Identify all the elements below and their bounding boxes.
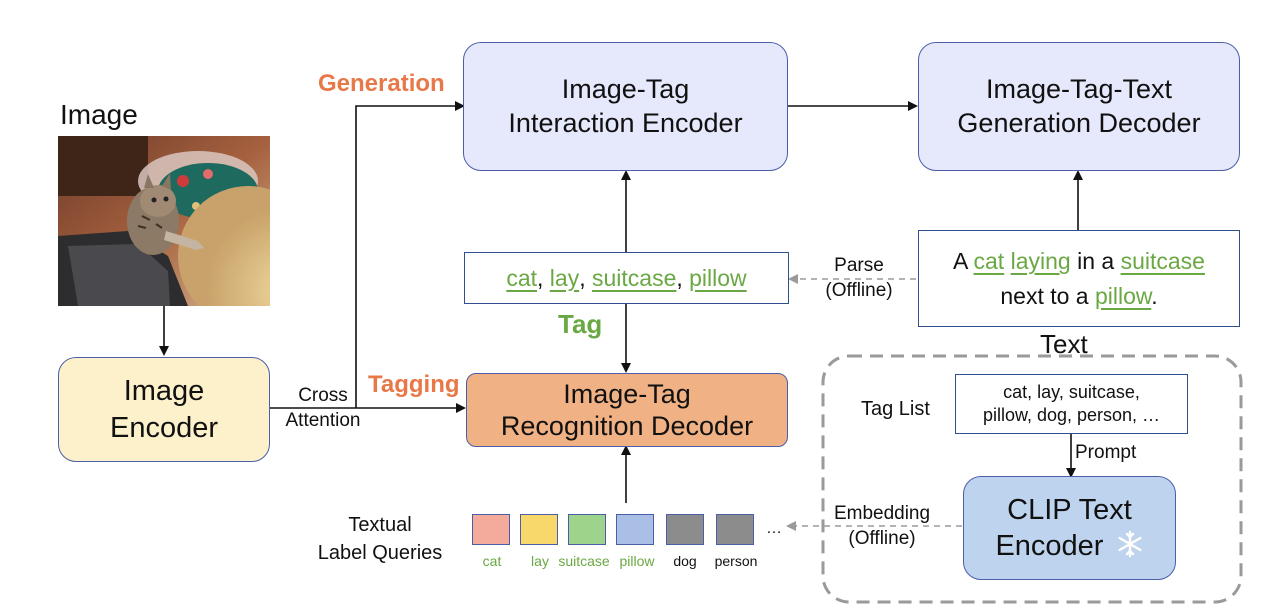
interaction-encoder-line2: Interaction Encoder — [508, 107, 743, 138]
tag-separator: , — [537, 264, 550, 291]
arrow-encoder-to-interaction — [355, 101, 465, 408]
image-label: Image — [60, 99, 138, 130]
label-queries-title-line1: Textual — [348, 514, 412, 536]
generation-decoder-line2: Generation Decoder — [957, 107, 1201, 138]
image-encoder-line1: Image — [123, 375, 205, 408]
embedding-label: Embedding (Offline) — [822, 502, 942, 551]
generation-keyword: Generation — [318, 70, 445, 97]
query-label-pillow: pillow — [619, 553, 655, 569]
recognition-decoder-line1: Image-Tag — [563, 378, 691, 409]
query-label-dog: dog — [673, 553, 697, 569]
recognition-decoder-box: Image-Tag Recognition Decoder — [466, 373, 788, 447]
cat-photo — [58, 136, 270, 306]
tag-list-box: cat, lay, suitcase, pillow, dog, person,… — [955, 374, 1188, 434]
queries-ellipsis: … — [766, 520, 782, 537]
tag-separator: , — [676, 264, 690, 291]
caption-word: A — [953, 248, 974, 274]
clip-region-dashed — [821, 354, 1243, 604]
label-queries-title-line2: Label Queries — [317, 542, 443, 564]
caption-line2: next to a pillow. — [1000, 279, 1157, 314]
prompt-label: Prompt — [1075, 442, 1137, 463]
interaction-encoder-box: Image-Tag Interaction Encoder — [463, 42, 788, 171]
query-square-suitcase — [568, 514, 606, 545]
caption-tag-word: laying — [1010, 248, 1071, 274]
caption-word: in a — [1070, 248, 1121, 274]
caption-word: . — [1151, 282, 1158, 309]
embedding-label-line1: Embedding — [833, 503, 931, 524]
query-square-person — [716, 514, 754, 545]
clip-encoder-line2-text: Encoder — [995, 530, 1104, 562]
caption-tag-word: cat — [973, 248, 1005, 274]
tag-separator: , — [579, 264, 592, 291]
caption-tag-word: suitcase — [1120, 248, 1205, 274]
tag-item: cat — [506, 264, 538, 291]
tag-keyword: Tag — [558, 309, 603, 339]
caption-text-box: A cat laying in a suitcase next to a pil… — [918, 230, 1240, 327]
recognition-decoder-line2: Recognition Decoder — [500, 411, 754, 441]
query-label-person: person — [714, 553, 758, 569]
cross-attention-line2: Attention — [285, 409, 361, 431]
clip-encoder-line1: CLIP Text — [1007, 493, 1132, 526]
tag-item: pillow — [689, 264, 747, 291]
tag-list-line1: cat, lay, suitcase, — [1003, 381, 1140, 402]
tag-item: lay — [549, 264, 580, 291]
tag-list-line2: pillow, dog, person, … — [982, 405, 1161, 425]
query-square-lay — [520, 514, 558, 545]
query-label-suitcase: suitcase — [558, 553, 610, 569]
cross-attention-label: Cross Attention — [270, 384, 376, 433]
caption-line1: A cat laying in a suitcase — [953, 244, 1205, 279]
interaction-encoder-line1: Image-Tag — [561, 73, 690, 104]
image-encoder-box: Image Encoder — [58, 357, 270, 462]
caption-tag-word: pillow — [1094, 282, 1152, 309]
parse-label-line2: (Offline) — [825, 279, 893, 301]
clip-encoder-line2: Encoder — [995, 528, 1143, 564]
generation-decoder-line1: Image-Tag-Text — [985, 73, 1173, 104]
snowflake-icon — [1117, 530, 1142, 558]
query-label-lay: lay — [531, 553, 549, 569]
query-label-cat: cat — [482, 553, 502, 569]
tag-list-label: Tag List — [861, 398, 930, 420]
text-caption-label: Text — [1040, 329, 1088, 359]
query-square-dog — [666, 514, 704, 545]
caption-word: next to a — [1000, 282, 1095, 309]
parse-label-line1: Parse — [834, 255, 884, 276]
cross-attention-line1: Cross — [298, 385, 348, 406]
image-encoder-line2: Encoder — [109, 411, 218, 444]
generation-decoder-box: Image-Tag-Text Generation Decoder — [918, 42, 1240, 171]
tags-box: cat, lay, suitcase, pillow — [464, 252, 789, 304]
embedding-label-line2: (Offline) — [848, 527, 916, 549]
parse-label: Parse (Offline) — [806, 254, 912, 303]
tag-item: suitcase — [591, 264, 677, 291]
label-queries-title: Textual Label Queries — [300, 511, 460, 567]
clip-text-encoder-box: CLIP Text Encoder — [963, 476, 1176, 580]
query-square-cat — [472, 514, 510, 545]
query-square-pillow — [616, 514, 654, 545]
tagging-keyword: Tagging — [368, 371, 460, 398]
